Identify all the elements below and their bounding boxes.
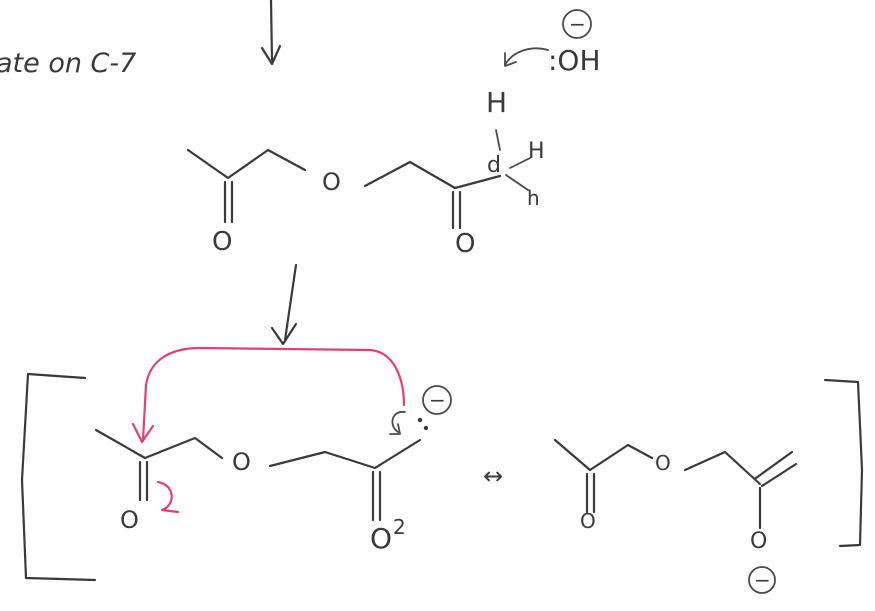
carbon-dot: d [487, 153, 501, 178]
arrow-down-middle [270, 263, 298, 346]
oxygen-carbonyl-2: O [455, 229, 475, 259]
oxygen-ester-3: O [655, 451, 671, 475]
oxygen-carbonyl-4: O [370, 522, 392, 555]
molecule-3: O O O − [553, 438, 798, 594]
electron-push-arrow-long [131, 346, 406, 444]
electron-push-arrow-oxygen [156, 480, 180, 514]
hydroxide-label: :OH [548, 44, 601, 77]
hydroxide-group: − :OH [504, 9, 601, 77]
oxygen-enolate: O [750, 529, 767, 554]
molecule-2: O O O 2 − [94, 385, 452, 555]
oxygen-ester-2: O [232, 448, 251, 476]
hydrogen-right: H [528, 139, 545, 164]
charge-two-label: 2 [393, 515, 406, 539]
right-bracket [823, 378, 864, 548]
note-text: ate on C-7 [0, 48, 136, 79]
oxygen-carbonyl-5: O [580, 509, 596, 533]
left-bracket [20, 372, 97, 582]
hydrogen-bottom: h [527, 186, 540, 210]
oxygen-ester-1: O [322, 168, 341, 196]
molecule-1: O O O H d H h [186, 86, 545, 259]
resonance-arrow: ↔ [483, 462, 503, 490]
arrow-down-top [260, 0, 282, 66]
hydrogen-top: H [486, 86, 507, 119]
oxygen-carbonyl-1: O [212, 227, 232, 257]
minus-sign-enolate: − [754, 568, 771, 592]
minus-sign-carbanion: − [429, 388, 446, 412]
oxygen-carbonyl-3: O [120, 506, 139, 534]
minus-sign: − [569, 12, 586, 36]
